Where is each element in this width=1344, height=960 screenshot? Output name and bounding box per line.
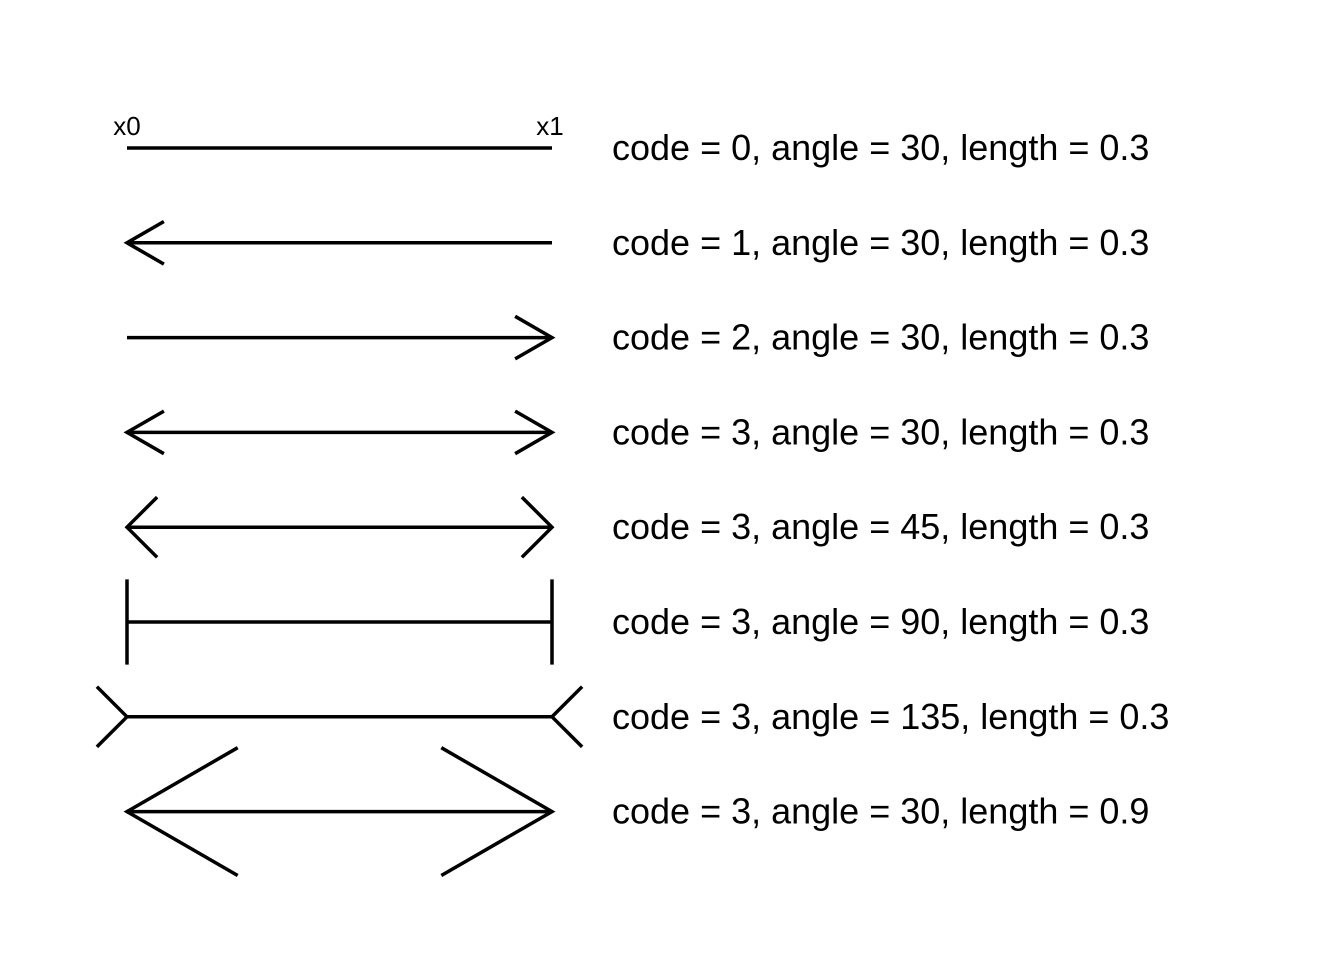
arrowhead-end [514, 409, 556, 456]
arrowhead-end [514, 314, 556, 361]
row-label: code = 2, angle = 30, length = 0.3 [612, 317, 1149, 358]
arrowhead-start [123, 746, 239, 878]
row-label: code = 3, angle = 45, length = 0.3 [612, 506, 1149, 547]
arrow-row: code = 2, angle = 30, length = 0.3 [127, 314, 1149, 361]
arrow-row: code = 0, angle = 30, length = 0.3 [127, 127, 1149, 168]
arrowhead-start [95, 685, 130, 749]
row-label: code = 3, angle = 30, length = 0.3 [612, 411, 1149, 452]
arrow-row: code = 3, angle = 45, length = 0.3 [124, 495, 1149, 559]
arrowhead-end [440, 746, 556, 878]
arrow-row: code = 3, angle = 30, length = 0.3 [123, 409, 1149, 456]
arrowhead-end [549, 685, 584, 749]
arrow-row: code = 3, angle = 30, length = 0.9 [123, 746, 1149, 878]
row-label: code = 3, angle = 30, length = 0.9 [612, 791, 1149, 832]
arrowhead-start [123, 219, 165, 266]
row-label: code = 3, angle = 90, length = 0.3 [612, 601, 1149, 642]
arrow-row: code = 3, angle = 135, length = 0.3 [95, 685, 1169, 749]
arrowhead-start [124, 495, 159, 559]
row-label: code = 3, angle = 135, length = 0.3 [612, 696, 1169, 737]
arrowhead-start [123, 409, 165, 456]
arrowhead-end [520, 495, 555, 559]
x0-label: x0 [113, 111, 140, 141]
arrow-rows: code = 0, angle = 30, length = 0.3 code =… [95, 127, 1169, 878]
arrow-row: code = 1, angle = 30, length = 0.3 [123, 219, 1149, 266]
row-label: code = 1, angle = 30, length = 0.3 [612, 222, 1149, 263]
x1-label: x1 [536, 111, 563, 141]
row-label: code = 0, angle = 30, length = 0.3 [612, 127, 1149, 168]
arrow-row: code = 3, angle = 90, length = 0.3 [125, 579, 1149, 665]
